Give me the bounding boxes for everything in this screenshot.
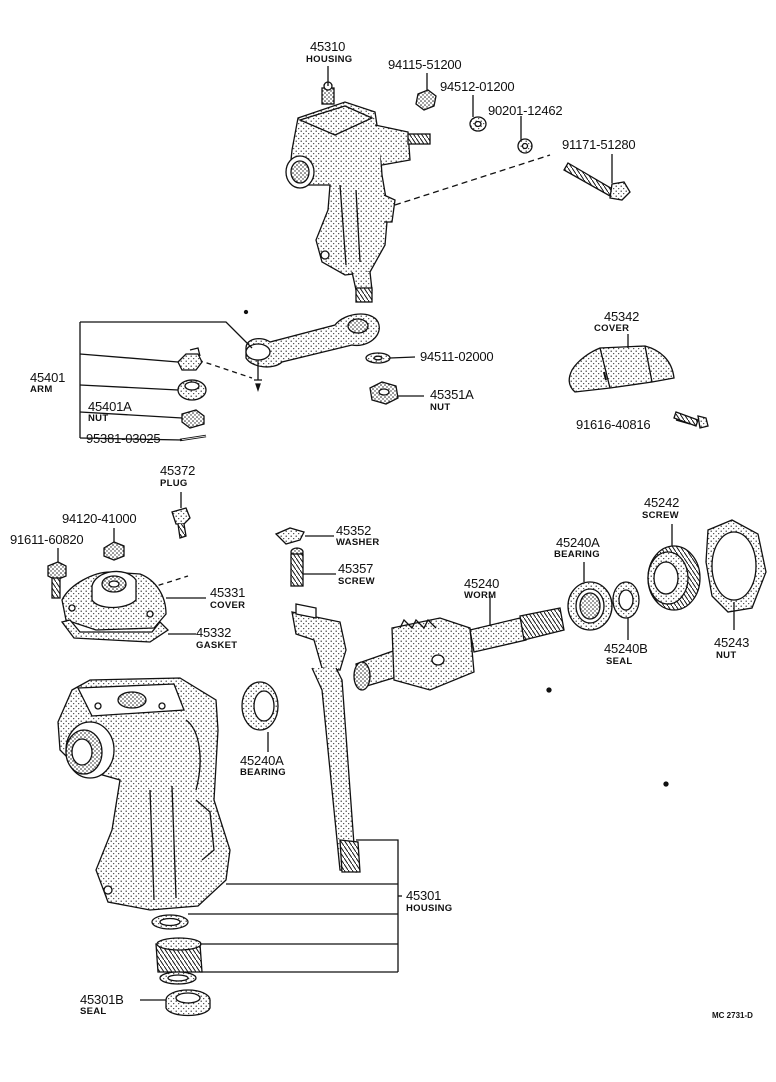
lower-housing-assembly — [57, 677, 231, 911]
plug-45372 — [171, 507, 191, 539]
label-45357-name: SCREW — [338, 576, 375, 587]
seat-45401 — [177, 379, 207, 401]
label-45331-name: COVER — [210, 600, 246, 611]
label-91616-number: 91616-40816 — [576, 417, 651, 432]
label-91611-number: 91611-60820 — [10, 532, 84, 547]
label-45310-name: HOUSING — [306, 54, 353, 65]
label-45372-name: PLUG — [160, 478, 188, 489]
label-45351A-number: 45351A — [430, 387, 474, 402]
lock-nut-45243 — [705, 519, 767, 613]
label-45401A-number: 45401A — [88, 399, 132, 414]
label-45342-name: COVER — [594, 323, 630, 334]
bolt-91616 — [673, 411, 709, 429]
sector-shaft — [291, 603, 361, 873]
label-45240B-name: SEAL — [606, 656, 633, 667]
label-94511-number: 94511-02000 — [420, 349, 494, 364]
label-45240A-lower-number: 45240A — [240, 753, 284, 768]
label-94512-number: 94512-01200 — [440, 79, 515, 94]
label-45401-name: ARM — [30, 384, 53, 395]
bolt-91611 — [47, 561, 67, 599]
nut-45351A — [369, 381, 399, 405]
label-45243-number: 45243 — [714, 635, 750, 650]
label-91171-number: 91171-51280 — [562, 137, 636, 152]
label-94120-number: 94120-41000 — [62, 511, 137, 526]
label-45301B-name: SEAL — [80, 1006, 107, 1017]
label-45240B-number: 45240B — [604, 641, 648, 656]
washer-94512 — [469, 116, 487, 132]
label-94115-number: 94115-51200 — [388, 57, 462, 72]
cover-45342 — [568, 345, 675, 393]
label-95381-number: 95381-03025 — [86, 431, 161, 446]
label-45401A-name: NUT — [88, 413, 109, 424]
label-45301-number: 45301 — [406, 888, 442, 903]
nut-94120 — [103, 541, 125, 561]
label-45352-number: 45352 — [336, 523, 372, 538]
reference-code: MC 2731-D — [712, 1011, 753, 1020]
label-45242-name: SCREW — [642, 510, 679, 521]
castle-nut-45401A — [181, 409, 205, 429]
label-45372-number: 45372 — [160, 463, 196, 478]
washer-90201 — [517, 138, 533, 154]
boot-45401 — [177, 353, 203, 371]
label-45242-number: 45242 — [644, 495, 680, 510]
cover-45331 — [61, 570, 167, 631]
label-45351A-name: NUT — [430, 402, 451, 413]
seal-45240B — [612, 581, 640, 619]
label-45401-number: 45401 — [30, 370, 66, 385]
label-45310-number: 45310 — [310, 39, 346, 54]
oil-seal-45301B — [165, 989, 211, 1017]
nut-94115 — [415, 89, 437, 111]
seal-ring-lower — [159, 971, 197, 985]
label-45240-name: WORM — [464, 590, 497, 601]
adjusting-screw-45242 — [647, 545, 701, 611]
bearing-45240A-upper — [567, 581, 613, 631]
cotter-pin-95381 — [179, 434, 207, 442]
bolt-91171 — [563, 162, 631, 201]
label-45352-name: WASHER — [336, 537, 380, 548]
upper-housing-assembly — [285, 81, 431, 303]
screw-45357 — [290, 547, 304, 587]
label-45243-name: NUT — [716, 650, 737, 661]
washer-45352 — [274, 527, 305, 545]
label-45342-number: 45342 — [604, 309, 640, 324]
label-45240A-upper-name: BEARING — [554, 549, 600, 560]
label-45301B-number: 45301B — [80, 992, 124, 1007]
label-90201-number: 90201-12462 — [488, 103, 563, 118]
bearing-45240A-lower — [241, 681, 279, 731]
seal-ring-upper — [151, 914, 189, 930]
label-45357-number: 45357 — [338, 561, 374, 576]
label-45240-number: 45240 — [464, 576, 500, 591]
label-45301-name: HOUSING — [406, 903, 453, 914]
needle-bearing — [155, 937, 203, 973]
pitman-arm — [245, 313, 380, 393]
label-45332-number: 45332 — [196, 625, 232, 640]
worm-shaft-45240 — [353, 607, 565, 691]
lock-washer-94511 — [365, 352, 391, 364]
label-45240A-upper-number: 45240A — [556, 535, 600, 550]
label-45332-name: GASKET — [196, 640, 238, 651]
label-45331-number: 45331 — [210, 585, 246, 600]
gasket-45332 — [60, 619, 170, 643]
label-45240A-lower-name: BEARING — [240, 767, 286, 778]
